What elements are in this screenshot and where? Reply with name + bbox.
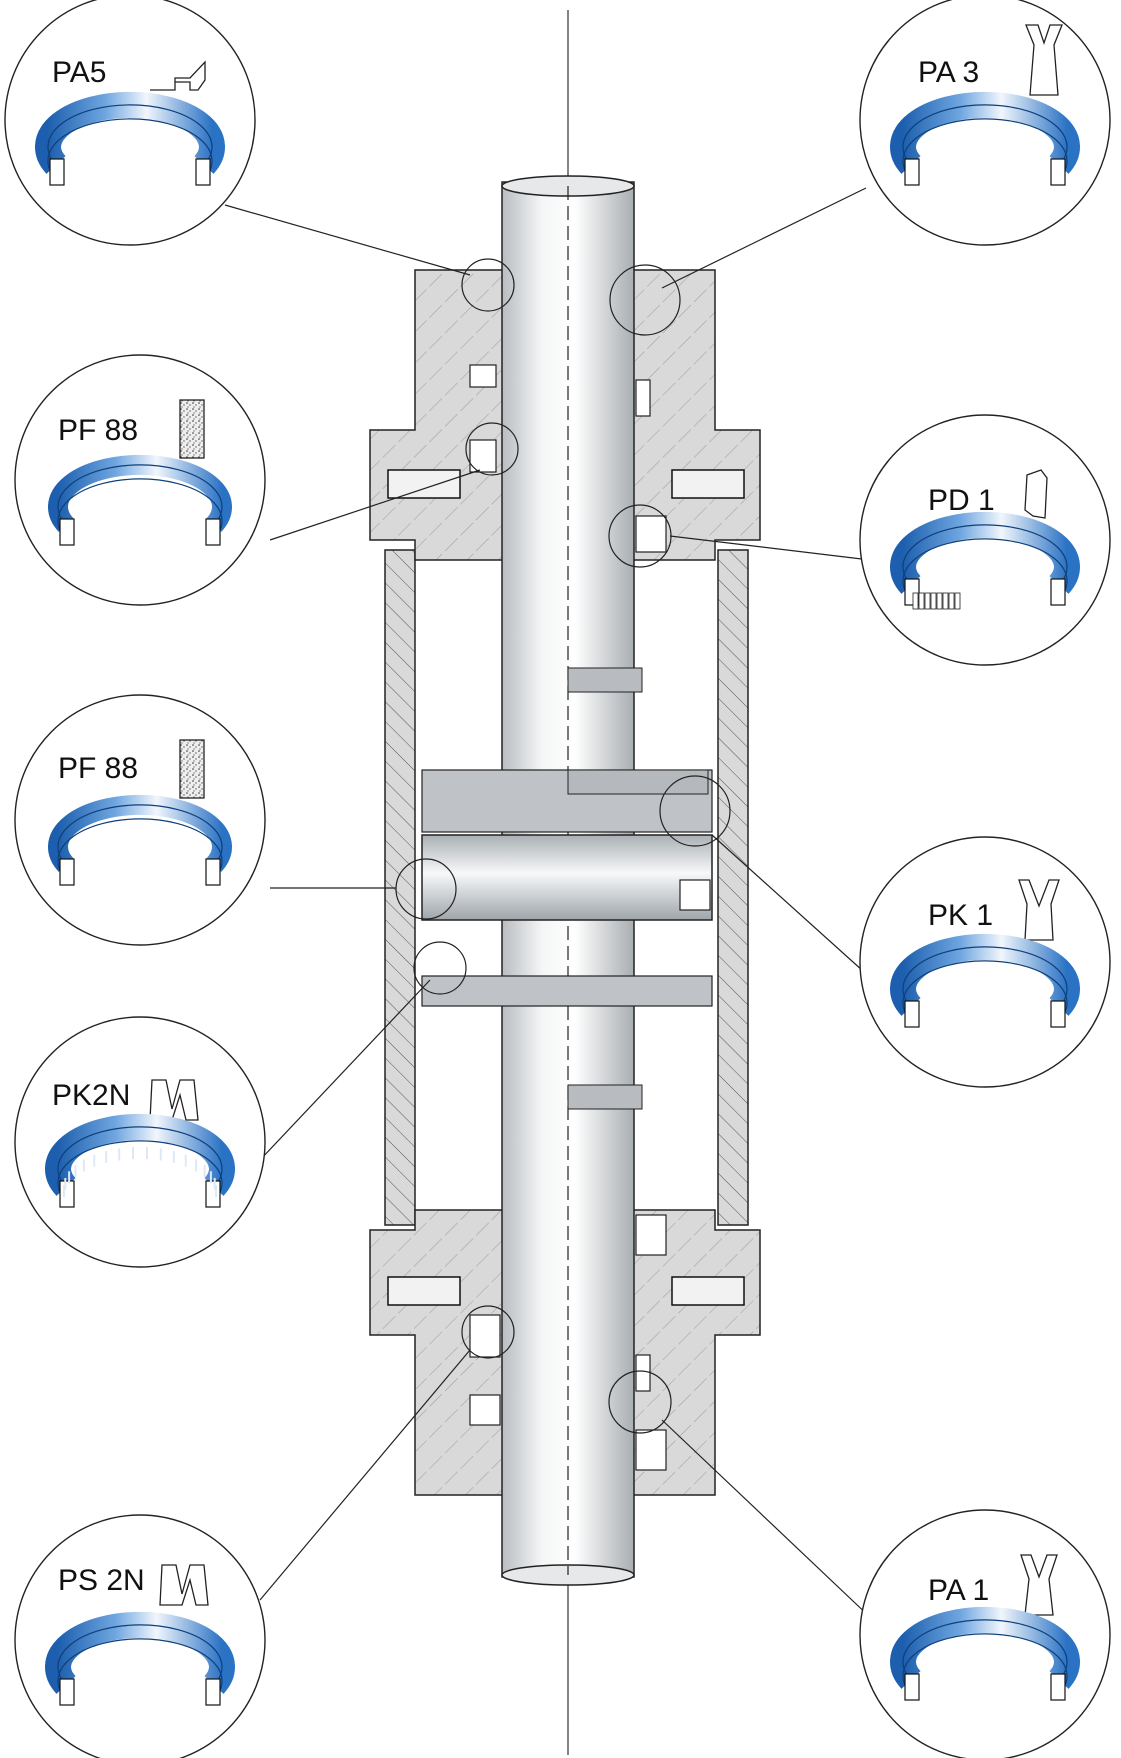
seal-profile-icon	[1020, 1554, 1058, 1616]
seal-profile-icon	[1024, 469, 1048, 519]
seal-label: PD 1	[928, 484, 995, 517]
barrel-wall-right	[717, 549, 749, 1226]
callout-pf88a[interactable]: PF 88	[14, 354, 266, 606]
piston-ring-top	[567, 769, 709, 795]
seal-label: PK2N	[52, 1079, 130, 1112]
seal-label: PA 3	[918, 56, 979, 89]
tie-bolts	[387, 469, 745, 1306]
callout-ps2n[interactable]: PS 2N	[14, 1514, 266, 1758]
callout-circle	[14, 1016, 266, 1268]
rod-shoulder-upper	[567, 667, 643, 693]
seal-profile-icon	[1025, 24, 1063, 96]
callout-circle	[859, 836, 1111, 1088]
seal-ring-illustration	[48, 454, 232, 546]
cylinder-assembly	[369, 175, 761, 1586]
callout-pf88b[interactable]: PF 88	[14, 694, 266, 946]
callout-layer: PA5 PF 88 PF 88 PK2N PS 2N PA 3 PD 1 PK 1 PA 1	[4, 0, 1111, 1758]
seal-profile-icon	[179, 399, 205, 459]
callout-pa3[interactable]: PA 3	[859, 0, 1111, 246]
seal-ring-illustration	[45, 1611, 235, 1706]
seal-ring-illustration	[890, 511, 1080, 610]
rod-shoulder-lower	[567, 1084, 643, 1110]
seal-ring-illustration	[35, 91, 225, 186]
seal-ring-illustration	[890, 91, 1080, 186]
seal-ring-illustration	[890, 933, 1080, 1028]
piston-guide-bottom	[421, 975, 713, 1007]
seal-label: PA5	[52, 56, 106, 89]
seal-label: PS 2N	[58, 1564, 145, 1597]
callout-circle	[859, 0, 1111, 246]
callout-circle	[4, 0, 256, 246]
seal-ring-illustration	[45, 1113, 235, 1208]
seal-profile-icon	[150, 60, 206, 91]
seal-profile-icon	[149, 1079, 199, 1121]
callout-circle	[14, 354, 266, 606]
barrel-wall-left	[384, 549, 416, 1226]
seal-label: PF 88	[58, 752, 138, 785]
seal-label: PF 88	[58, 414, 138, 447]
callout-pd1[interactable]: PD 1	[859, 414, 1111, 666]
seal-profile-icon	[179, 739, 205, 799]
seal-ring-illustration	[48, 794, 232, 886]
callout-circle	[859, 414, 1111, 666]
piston-body	[421, 834, 713, 921]
callout-pa1[interactable]: PA 1	[859, 1509, 1111, 1758]
detail-circles	[395, 258, 731, 1434]
callout-circle	[14, 694, 266, 946]
callout-pk2n[interactable]: PK2N	[14, 1016, 266, 1268]
seal-label: PK 1	[928, 899, 993, 932]
callout-pk1[interactable]: PK 1	[859, 836, 1111, 1088]
seal-profile-icon	[159, 1564, 209, 1606]
callout-pa5[interactable]: PA5	[4, 0, 256, 246]
seal-profile-icon	[1018, 879, 1060, 941]
leader-lines	[224, 187, 874, 1621]
seal-label: PA 1	[928, 1574, 989, 1607]
seal-ring-illustration	[890, 1606, 1080, 1701]
